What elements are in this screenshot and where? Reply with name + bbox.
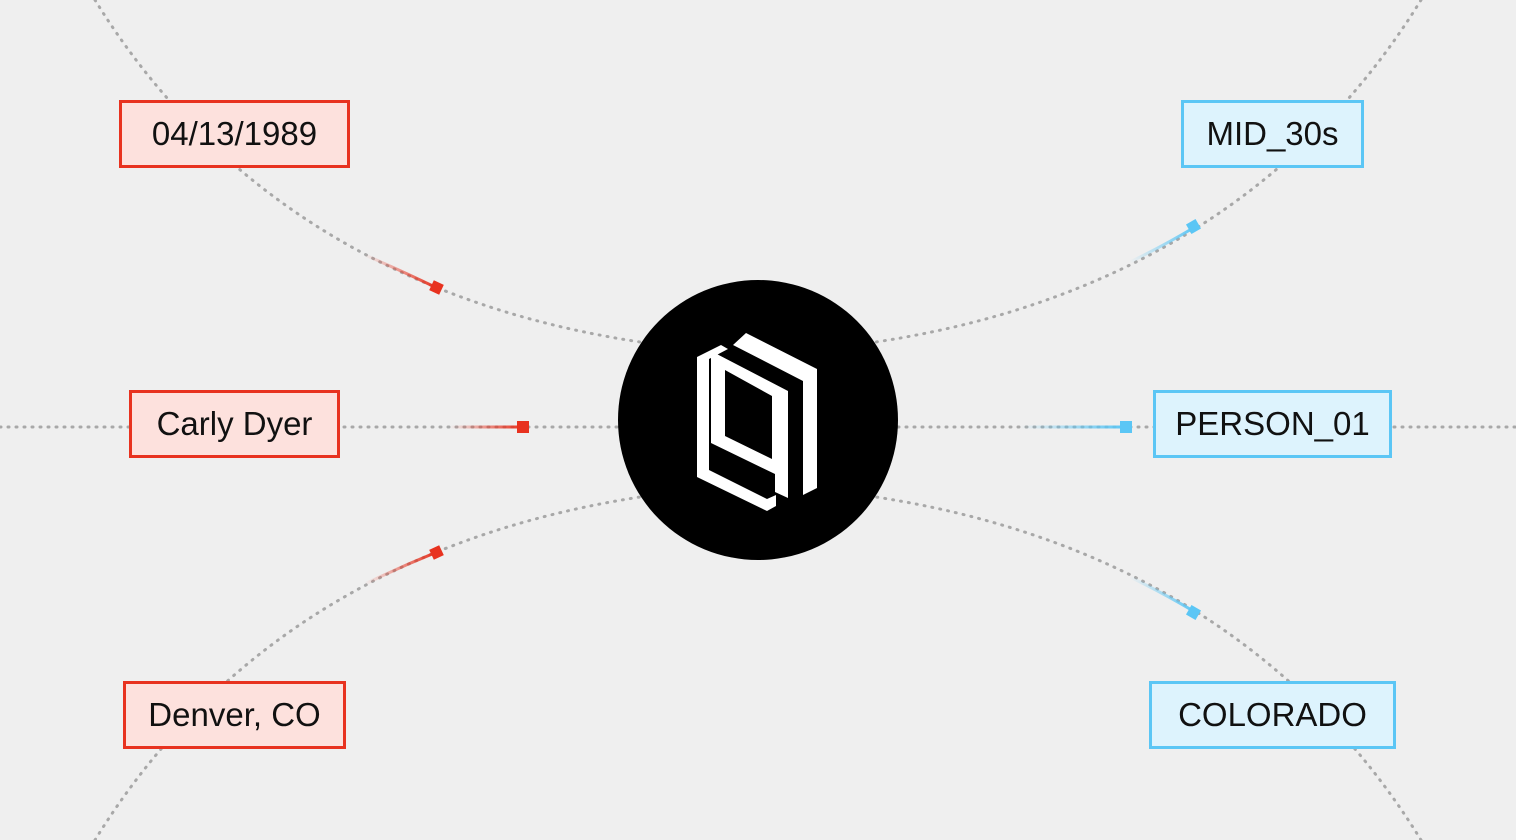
input-node-name: Carly Dyer (129, 390, 340, 458)
input-flow-arrows (364, 253, 529, 586)
output-flow-arrows (1020, 218, 1202, 621)
connector-input-3 (93, 495, 642, 840)
input-node-date: 04/13/1989 (119, 100, 350, 168)
connector-output-3 (874, 495, 1423, 840)
flow-arrow-input-3 (364, 550, 438, 586)
flow-marker-output-3 (1185, 604, 1202, 621)
connector-input-1 (93, 0, 642, 344)
input-node-label: Carly Dyer (156, 405, 313, 442)
flow-arrow-output-3 (1129, 575, 1196, 614)
flow-marker-output-1 (1185, 218, 1202, 235)
isometric-box-logo-icon (697, 333, 817, 511)
flow-arrow-output-1 (1129, 225, 1196, 264)
flow-marker-output-2 (1120, 421, 1132, 433)
output-node-age: MID_30s (1181, 100, 1364, 168)
input-node-location: Denver, CO (123, 681, 346, 749)
output-node-label: COLORADO (1178, 696, 1367, 733)
flow-marker-input-3 (429, 545, 444, 560)
output-node-label: MID_30s (1206, 115, 1339, 152)
flow-marker-input-1 (429, 280, 444, 295)
output-node-label: PERSON_01 (1175, 405, 1370, 442)
flow-arrow-input-1 (364, 253, 438, 290)
input-node-label: 04/13/1989 (151, 115, 318, 152)
connector-output-1 (874, 0, 1423, 344)
flow-marker-input-2 (517, 421, 529, 433)
output-node-region: COLORADO (1149, 681, 1396, 749)
output-node-person: PERSON_01 (1153, 390, 1392, 458)
input-node-label: Denver, CO (148, 696, 321, 733)
hub-circle (618, 280, 898, 560)
